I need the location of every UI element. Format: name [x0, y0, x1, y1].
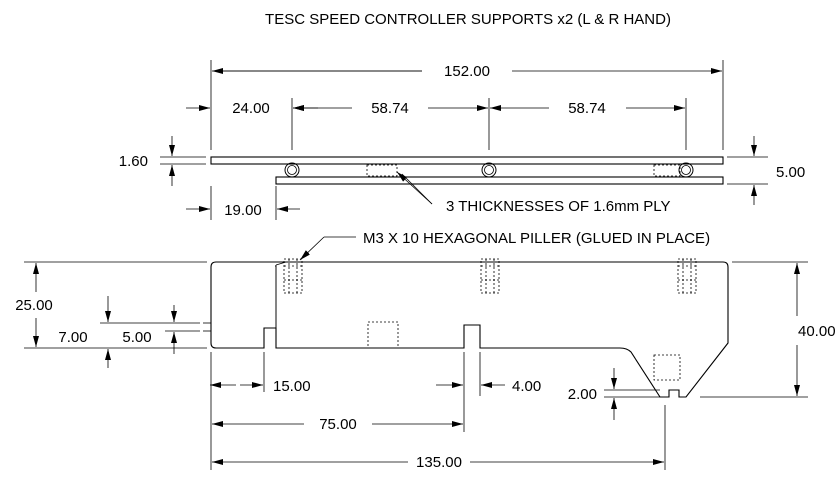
dim-58-1-label: 58.74: [371, 100, 409, 117]
dim-24-label: 24.00: [232, 100, 270, 117]
dim-notch-depth: 5.00: [122, 305, 200, 354]
dim-side-height: 25.00: [15, 261, 207, 349]
dim-7-label: 7.00: [58, 329, 87, 346]
pillar-top-2: [481, 162, 497, 178]
dim-overall-top: 152.00: [212, 63, 722, 80]
dim-mid-notch: 75.00: [212, 416, 463, 433]
dim-first-pillar: 24.00: [186, 100, 318, 117]
dim-first-notch: 15.00: [210, 378, 311, 395]
dim-40-label: 40.00: [798, 323, 836, 340]
ply-note: 3 THICKNESSES OF 1.6mm PLY: [396, 171, 671, 215]
dim-lower-offset: 19.00: [186, 186, 300, 220]
lower-plate: [275, 176, 724, 185]
dim-5-label: 5.00: [776, 164, 805, 181]
top-view: 152.00 24.00 58.74 58.74: [119, 60, 805, 220]
ply-note-label: 3 THICKNESSES OF 1.6mm PLY: [446, 198, 671, 215]
dim-ply-thickness: 1.60: [119, 136, 206, 186]
dim-assembly-height: 5.00: [727, 136, 805, 205]
pillar-side-3: [677, 258, 697, 294]
dim-1-60-label: 1.60: [119, 153, 148, 170]
dim-pillar-spacing-1: 58.74: [293, 100, 488, 117]
dim-135-label: 135.00: [416, 454, 462, 471]
dim-4-label: 4.00: [512, 378, 541, 395]
dim-slot-width: 4.00: [436, 378, 541, 395]
dim-bottom-notch: 2.00: [568, 368, 660, 420]
pillar-top-1: [284, 162, 300, 178]
side-hidden-block-2: [653, 354, 681, 381]
pillar-side-1: [283, 258, 303, 294]
hidden-block-2: [653, 164, 681, 177]
pillar-note-label: M3 X 10 HEXAGONAL PILLER (GLUED IN PLACE…: [363, 230, 710, 247]
dim-pillar-spacing-2: 58.74: [490, 100, 685, 117]
side-view: M3 X 10 HEXAGONAL PILLER (GLUED IN PLACE…: [15, 230, 835, 471]
pillar-top-3: [678, 162, 694, 178]
dim-5-side-label: 5.00: [122, 329, 151, 346]
dim-25-label: 25.00: [15, 297, 53, 314]
drawing-title: TESC SPEED CONTROLLER SUPPORTS x2 (L & R…: [265, 11, 671, 28]
dim-notch-height: 7.00: [58, 296, 200, 368]
side-hidden-block-1: [367, 321, 399, 349]
side-profile: [210, 261, 729, 398]
dim-overall-bottom: 135.00: [212, 454, 664, 471]
pillar-side-2: [480, 258, 500, 294]
dim-75-label: 75.00: [319, 416, 357, 433]
dim-19-label: 19.00: [224, 202, 262, 219]
pillar-note: M3 X 10 HEXAGONAL PILLER (GLUED IN PLACE…: [299, 230, 710, 261]
dim-58-2-label: 58.74: [568, 100, 606, 117]
dim-15-label: 15.00: [273, 378, 311, 395]
upper-plate: [210, 156, 724, 165]
hidden-block-1: [366, 164, 398, 177]
dim-2-label: 2.00: [568, 386, 597, 403]
dim-152-label: 152.00: [444, 63, 490, 80]
dim-right-height: 40.00: [700, 261, 836, 398]
